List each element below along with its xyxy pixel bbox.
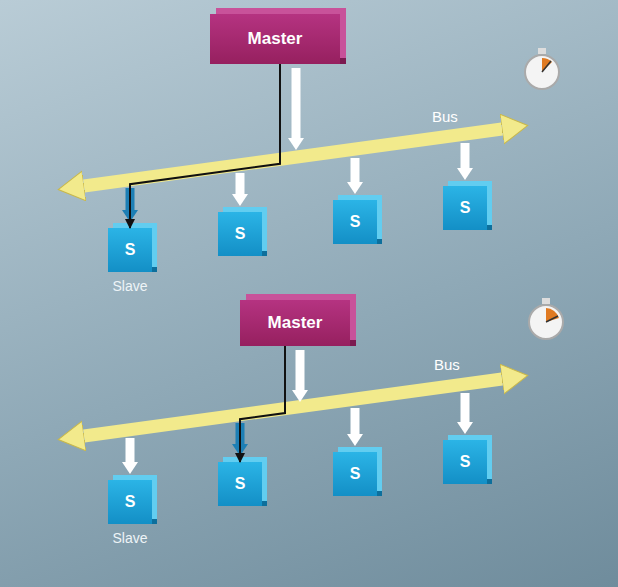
bus-label: Bus — [432, 108, 458, 125]
slave-cube: S — [218, 462, 262, 506]
node-label: S — [125, 493, 136, 511]
node-label: Master — [248, 29, 303, 49]
stopwatch-icon — [525, 48, 559, 89]
node-label: S — [235, 225, 246, 243]
master-box: Master — [210, 14, 340, 64]
master-box: Master — [240, 300, 350, 346]
slave-cube: S — [218, 212, 262, 256]
node-label: Master — [268, 313, 323, 333]
bus-label: Bus — [434, 356, 460, 373]
slave-cube: S — [333, 452, 377, 496]
node-label: S — [235, 475, 246, 493]
signal-path — [130, 64, 280, 228]
node-label: S — [460, 199, 471, 217]
node-caption: Slave — [88, 530, 172, 546]
slave-cube: SSlave — [108, 480, 152, 524]
slave-cube: S — [443, 186, 487, 230]
stopwatch-icon — [529, 298, 563, 339]
node-label: S — [350, 213, 361, 231]
node-label: S — [125, 241, 136, 259]
signal-path — [240, 346, 285, 462]
slave-cube: SSlave — [108, 228, 152, 272]
node-label: S — [460, 453, 471, 471]
slave-cube: S — [333, 200, 377, 244]
slave-cube: S — [443, 440, 487, 484]
node-caption: Slave — [88, 278, 172, 294]
node-label: S — [350, 465, 361, 483]
